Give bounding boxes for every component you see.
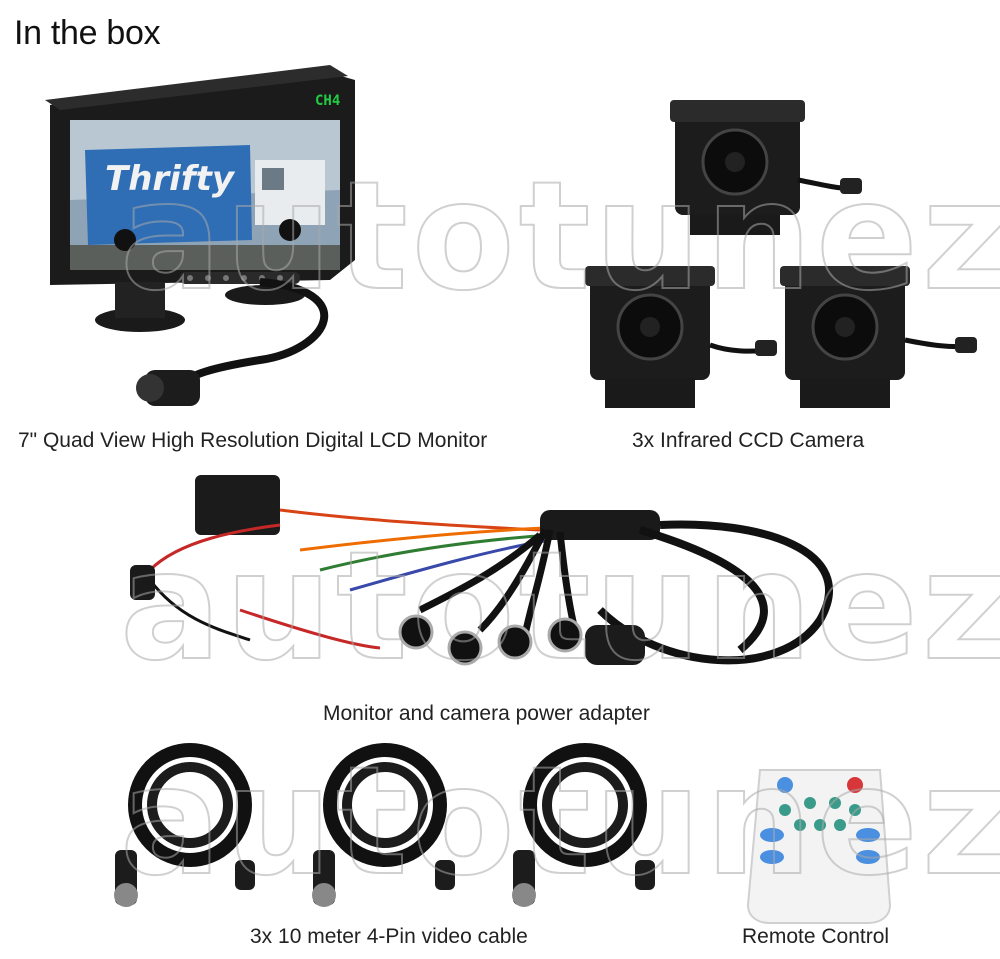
remote-control-image [746, 769, 892, 924]
cables-caption: 3x 10 meter 4-Pin video cable [250, 925, 528, 948]
cable-coil-2 [312, 743, 455, 907]
video-cables-image [114, 743, 655, 907]
cameras-caption: 3x Infrared CCD Camera [632, 429, 865, 452]
infrared-cameras-image [585, 100, 977, 408]
power-adapter-image [130, 475, 833, 666]
camera-left [585, 266, 777, 408]
remote-caption: Remote Control [742, 925, 890, 948]
page-title: In the box [14, 14, 161, 52]
screen-channel-tag: CH4 [315, 93, 340, 109]
screen-sign-text: Thrifty [105, 159, 236, 199]
camera-top [670, 100, 862, 235]
lcd-monitor-image: Thrifty CH4 [45, 65, 355, 406]
camera-right [780, 266, 977, 408]
monitor-caption: 7" Quad View High Resolution Digital LCD… [18, 429, 488, 452]
cable-coil-1 [114, 743, 255, 907]
cable-coil-3 [512, 743, 655, 907]
adapter-caption: Monitor and camera power adapter [323, 702, 650, 725]
